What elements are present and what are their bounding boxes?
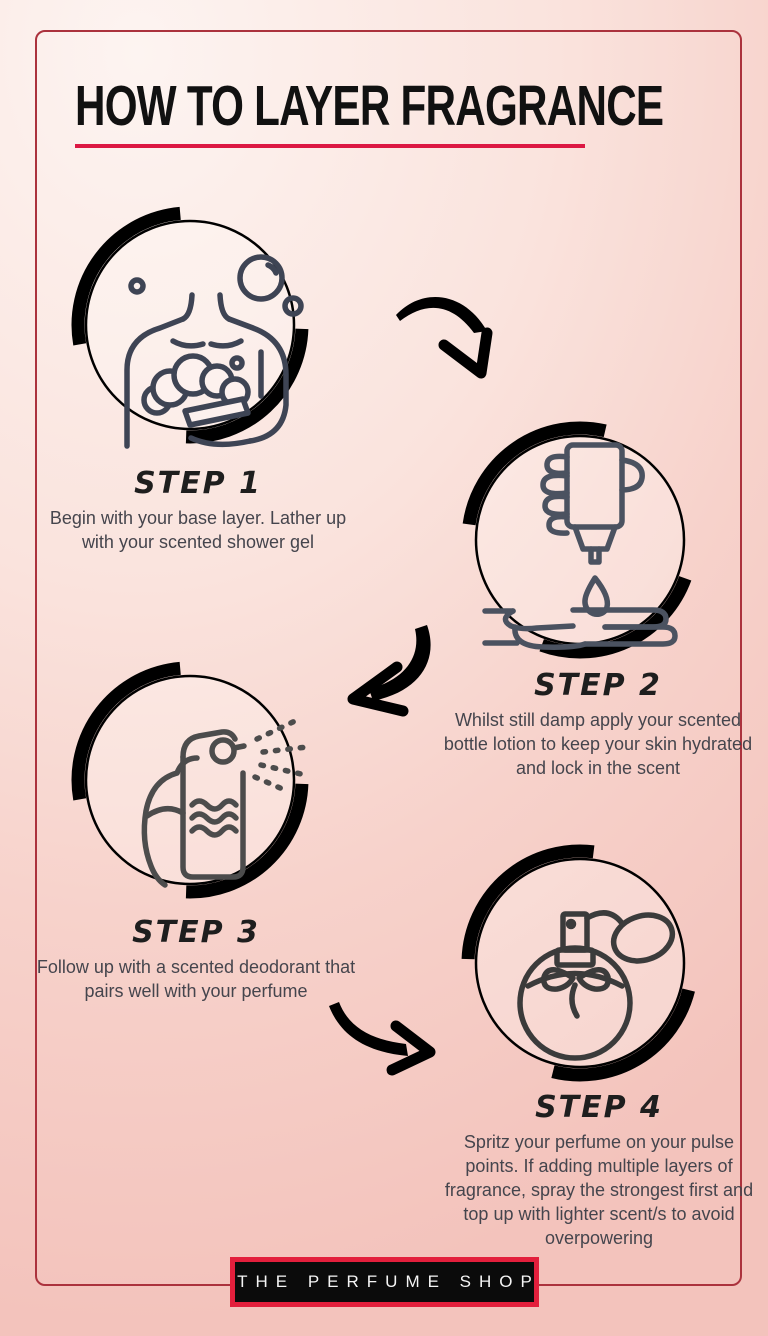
thick-ring-arcs [71,661,309,899]
thick-ring-arcs [461,844,695,1082]
header: HOW TO LAYER FRAGRANCE [75,78,768,148]
page-title: HOW TO LAYER FRAGRANCE [75,74,664,138]
perfume-atomizer-icon [517,910,676,1061]
step3-description: Follow up with a scented deodorant that … [36,957,356,1001]
step4-heading: STEP 4 [535,1090,663,1125]
curved-arrow-right-icon [329,1002,436,1076]
brand-logo-text: THE PERFUME SHOP [237,1272,540,1291]
thick-ring-arcs [71,206,309,444]
step2-heading: STEP 2 [534,668,662,703]
brand-logo-box: THE PERFUME SHOP [230,1257,539,1307]
lotion-bottle-hand-icon [482,442,678,650]
curved-arrow-down-left-icon [347,625,431,717]
step2-text-block: STEP 2 Whilst still damp apply your scen… [440,668,756,781]
step1-circle-badge [71,206,309,449]
step4-circle-badge [461,844,695,1082]
step1-heading: STEP 1 [134,466,262,501]
thin-ring [84,674,296,886]
step4-text-block: STEP 4 Spritz your perfume on your pulse… [440,1090,758,1251]
deodorant-spray-icon [141,718,310,888]
curved-arrow-down-right-icon [396,296,493,379]
shower-gel-lather-icon [124,254,304,449]
step4-description: Spritz your perfume on your pulse points… [444,1132,754,1248]
title-underline [75,144,585,148]
step1-text-block: STEP 1 Begin with your base layer. Lathe… [38,466,358,555]
step3-text-block: STEP 3 Follow up with a scented deodoran… [35,915,357,1004]
step1-description: Begin with your base layer. Lather up wi… [49,508,347,552]
step2-circle-badge [462,421,692,659]
step3-heading: STEP 3 [132,915,260,950]
step3-circle-badge [71,661,310,899]
step2-description: Whilst still damp apply your scented bot… [443,710,753,778]
